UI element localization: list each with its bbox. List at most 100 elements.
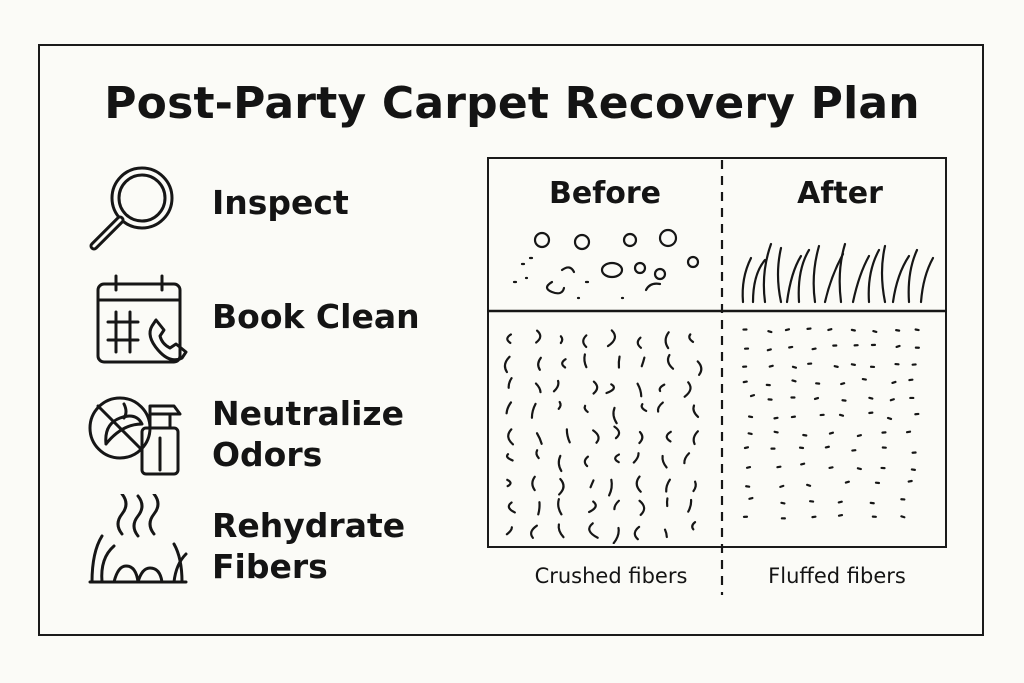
fluffed-fiber-dot <box>886 416 893 421</box>
crushed-fiber-stroke <box>557 400 562 410</box>
step-rehydrate-label-1: Rehydrate <box>212 506 406 545</box>
crushed-fiber-stroke <box>557 498 563 516</box>
crushed-fiber-stroke <box>505 401 513 415</box>
fluffed-fiber-dot <box>844 480 850 484</box>
crushed-fiber-stroke <box>592 429 600 444</box>
crushed-fiber-stroke <box>613 499 620 511</box>
fluffed-fiber-dot <box>840 382 846 386</box>
magnifying-glass-icon <box>89 166 174 251</box>
crushed-fiber-stroke <box>588 522 599 539</box>
step-neutralize-label-1: Neutralize <box>212 394 405 433</box>
crushed-fiber-stroke <box>588 500 597 514</box>
step-inspect-label: Inspect <box>212 183 349 222</box>
crushed-fiber-stroke <box>561 358 567 369</box>
crushed-fiber-stroke <box>503 355 511 374</box>
crushed-fiber-stroke <box>636 382 643 398</box>
fluffed-fiber-dot <box>856 434 862 438</box>
crushed-fiber-stroke <box>608 478 613 497</box>
crushed-fiber-stroke <box>535 329 542 344</box>
crushed-fiber-stroke <box>557 523 565 539</box>
crushed-fiber-stroke <box>559 335 564 345</box>
after-fibers-illustration <box>741 242 935 304</box>
fluffed-fiber-dot <box>742 380 748 384</box>
crushed-fiber-stroke <box>614 453 621 464</box>
crushed-fiber-stroke <box>692 430 700 446</box>
fluffed-fiber-dot <box>743 446 750 450</box>
crushed-fiber-stroke <box>683 452 691 465</box>
crushed-fiber-stroke <box>589 479 595 489</box>
crushed-fiber-stroke <box>696 360 703 376</box>
fluffed-fiber-dot <box>891 380 897 385</box>
fluffed-fiber-dot <box>824 445 830 449</box>
crushed-fiber-stroke <box>507 428 515 446</box>
fluffed-fiber-dot <box>747 415 754 419</box>
fluffed-fiber-dot <box>850 328 856 332</box>
crushed-fiber-stroke <box>565 428 571 444</box>
crushed-fiber-stroke <box>663 528 668 539</box>
crushed-fiber-stroke <box>687 498 693 513</box>
crushed-fiber-stroke <box>530 524 538 539</box>
crushed-fiber-stroke <box>688 333 695 344</box>
before-caption: Crushed fibers <box>534 564 688 588</box>
step-neutralize-label-2: Odors <box>212 435 323 474</box>
before-debris-illustration <box>512 228 700 300</box>
crushed-fiber-stroke <box>537 356 542 371</box>
crushed-fiber-stroke <box>583 404 589 414</box>
fluffed-fiber-dot <box>827 328 833 332</box>
comparison-panel <box>487 157 947 548</box>
fluffed-fiber-dot <box>833 365 839 368</box>
crushed-fiber-stroke <box>506 478 512 488</box>
crushed-fiber-stroke <box>617 355 621 369</box>
crushed-fiber-stroke <box>583 455 590 468</box>
crushed-fiber-stroke <box>613 425 621 440</box>
crushed-fiber-stroke <box>656 401 664 413</box>
fluffed-fiber-dot <box>748 496 754 500</box>
crushed-fiber-stroke <box>638 430 644 445</box>
crushed-fiber-stroke <box>640 403 648 413</box>
fluffed-fiber-dot <box>747 432 753 436</box>
fluffed-fiber-dot <box>806 483 812 487</box>
crushed-fiber-stroke <box>507 377 513 389</box>
fluffed-fiber-dot <box>788 345 794 349</box>
crushed-fiber-stroke <box>638 499 646 517</box>
crushed-fiber-stroke <box>505 526 513 536</box>
fluffed-fiber-dot <box>838 413 845 417</box>
crushed-fiber-stroke <box>534 382 542 394</box>
steam-fibers-icon <box>88 494 188 584</box>
fluffed-fiber-dot <box>791 365 798 369</box>
fluffed-fiber-dot <box>767 330 773 334</box>
crushed-fiber-stroke <box>666 353 675 370</box>
crushed-fiber-stroke <box>658 383 666 393</box>
crushed-fiber-stroke <box>558 477 565 496</box>
crushed-fiber-stroke <box>665 478 672 493</box>
fluffed-fiber-dot <box>773 430 779 434</box>
before-heading: Before <box>548 176 662 211</box>
crushed-fiber-stroke <box>640 356 646 368</box>
after-heading: After <box>797 176 883 211</box>
fluffed-fiber-dot <box>828 466 834 470</box>
after-caption: Fluffed fibers <box>768 564 906 588</box>
diagram-frame <box>38 44 984 636</box>
fluffed-fibers-texture <box>742 327 920 520</box>
crushed-fiber-stroke <box>592 380 599 395</box>
crushed-fiber-stroke <box>612 406 618 425</box>
fluffed-fiber-dot <box>779 484 785 488</box>
fluffed-fiber-dot <box>766 348 772 352</box>
fluffed-fiber-dot <box>749 394 756 398</box>
fluffed-fiber-dot <box>900 515 906 519</box>
step-rehydrate-label-2: Fibers <box>212 547 328 586</box>
crushed-fiber-stroke <box>505 453 514 462</box>
fluffed-fiber-dot <box>872 329 878 333</box>
crushed-fiber-stroke <box>633 525 641 541</box>
crushed-fiber-stroke <box>583 353 588 369</box>
fluffed-fiber-dot <box>837 513 844 517</box>
fluffed-fiber-dot <box>784 328 791 332</box>
crushed-fiber-stroke <box>632 452 640 464</box>
calendar-phone-icon <box>96 274 188 364</box>
fluffed-fiber-dot <box>780 501 786 505</box>
fluffed-fiber-dot <box>868 396 874 400</box>
fluffed-fiber-dot <box>776 465 782 469</box>
fluffed-fiber-dot <box>837 500 843 504</box>
crushed-fiber-stroke <box>582 334 588 349</box>
crushed-fiber-stroke <box>661 454 668 469</box>
